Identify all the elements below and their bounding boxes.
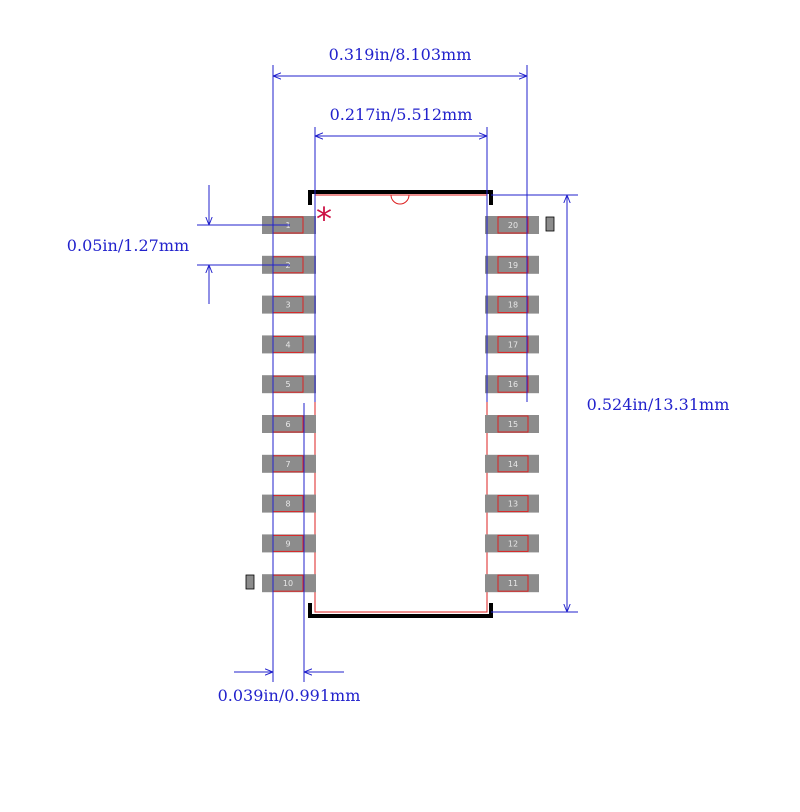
pad-10: 10 <box>262 574 316 593</box>
pin1-notch <box>390 194 410 205</box>
pin-number: 14 <box>508 460 518 469</box>
pin-number: 3 <box>285 301 290 310</box>
pad-outline <box>497 495 529 513</box>
dimension-length: 0.524in/13.31mm <box>491 194 730 613</box>
dimension-pad-width: 0.039in/0.991mm <box>218 403 361 705</box>
pad-outline <box>497 415 529 433</box>
pin-number: 13 <box>508 500 518 509</box>
pad-outline <box>497 455 529 473</box>
pin-number: 7 <box>285 460 290 469</box>
pin-number: 18 <box>508 301 518 310</box>
pad-3: 3 <box>262 295 316 314</box>
pin-number: 15 <box>508 420 518 429</box>
pad-20: 20 <box>485 216 539 234</box>
overall-width-label: 0.319in/8.103mm <box>329 45 472 64</box>
pad-9: 9 <box>262 534 316 553</box>
pad-12: 12 <box>485 534 539 553</box>
pad-15: 15 <box>485 415 539 433</box>
pad-width-label: 0.039in/0.991mm <box>218 686 361 705</box>
pin-number: 4 <box>285 340 290 349</box>
pad-outline <box>497 335 529 353</box>
pad-outline <box>497 375 529 393</box>
pad-14: 14 <box>485 454 539 473</box>
left-pad-column: 12345678910 <box>262 216 316 593</box>
pad-outline <box>497 574 529 592</box>
pin-number: 11 <box>508 579 518 588</box>
silkscreen-bottom <box>308 603 493 618</box>
pad-16: 16 <box>485 375 539 394</box>
pin-number: 20 <box>508 221 518 230</box>
pad-11: 11 <box>485 574 539 593</box>
pin-number: 5 <box>285 380 290 389</box>
pin-number: 19 <box>508 261 518 270</box>
pad-7: 7 <box>262 454 316 473</box>
pad-6: 6 <box>262 415 316 433</box>
pin-number: 17 <box>508 340 518 349</box>
pin-number: 9 <box>285 539 290 548</box>
length-label: 0.524in/13.31mm <box>587 395 730 414</box>
pin-number: 10 <box>283 579 293 588</box>
pin1-marker: * <box>316 200 332 238</box>
dimension-pin-pitch: 0.05in/1.27mm <box>67 185 290 304</box>
pad-outline <box>497 256 529 274</box>
pin-number: 8 <box>285 500 290 509</box>
pad-18: 18 <box>485 295 539 314</box>
pad-5: 5 <box>262 375 316 394</box>
pad-13: 13 <box>485 494 539 513</box>
orientation-mark-right <box>545 216 555 232</box>
pad-outline <box>497 216 529 234</box>
pin-number: 6 <box>285 420 290 429</box>
pad-outline <box>497 534 529 552</box>
dimension-overall-width: 0.319in/8.103mm <box>272 45 528 682</box>
pad-19: 19 <box>485 255 539 274</box>
dimension-body-width: 0.217in/5.512mm <box>314 105 488 402</box>
pad-8: 8 <box>262 494 316 513</box>
silkscreen-top <box>308 190 493 205</box>
orientation-mark-left <box>245 574 255 590</box>
pad-17: 17 <box>485 335 539 354</box>
pad-4: 4 <box>262 335 316 354</box>
pin-number: 16 <box>508 380 518 389</box>
body-width-label: 0.217in/5.512mm <box>330 105 473 124</box>
ic-body-outline <box>314 194 488 613</box>
right-pad-column: 20 19 18 17 16 15 14 13 12 11 <box>485 216 539 593</box>
pad-outline <box>497 296 529 314</box>
pin-number: 12 <box>508 539 518 548</box>
pin-pitch-label: 0.05in/1.27mm <box>67 236 189 255</box>
